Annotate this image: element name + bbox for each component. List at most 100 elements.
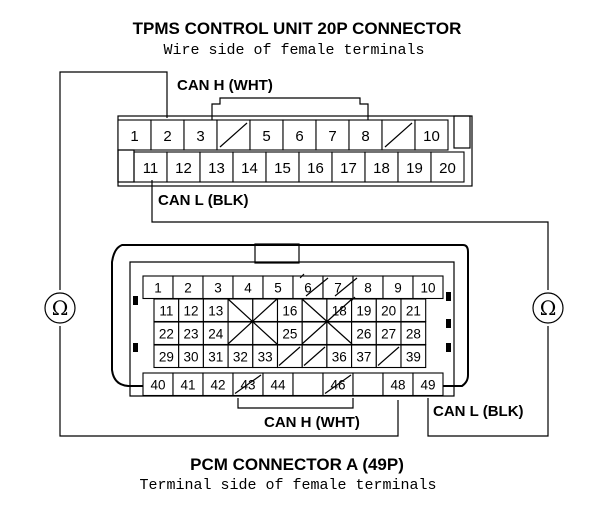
pcm-pin-label: 4	[244, 280, 252, 295]
pcm-pin-label: 1	[154, 280, 162, 295]
pcm-cell	[412, 372, 444, 397]
tpms-connector-latch	[211, 97, 369, 120]
pcm-lug-left-1	[133, 296, 138, 305]
tpms-connector-subtitle: Wire side of female terminals	[163, 42, 424, 59]
pcm-pin-label: 49	[420, 377, 435, 392]
tpms-pin-label: 12	[175, 160, 192, 177]
pcm-pin-label: 29	[159, 349, 174, 364]
tpms-pin-label: 2	[163, 128, 171, 145]
unused-terminal-slash	[278, 346, 301, 366]
unused-terminal-slash	[384, 122, 413, 148]
pcm-pin-label: 24	[208, 326, 224, 341]
pcm-pin-label: 36	[332, 349, 347, 364]
tpms-pin-label: 18	[373, 160, 390, 177]
tpms-pin-label: 3	[196, 128, 204, 145]
tpms-connector-notch-left	[117, 149, 135, 183]
pcm-pin-label: 16	[282, 303, 297, 318]
unused-terminal-slash	[303, 346, 326, 366]
pcm-connector-subtitle: Terminal side of female terminals	[139, 477, 436, 494]
pcm-pin-label: 9	[394, 280, 402, 295]
can-h-wire	[59, 71, 399, 437]
unused-terminal-x	[227, 298, 278, 345]
tpms-cell	[298, 151, 333, 183]
pcm-lug-right-1	[446, 292, 451, 301]
pcm-pin-label: 25	[282, 326, 297, 341]
pcm-pin-label: 11	[159, 303, 173, 318]
pcm-pin-label: 41	[180, 377, 195, 392]
pcm-pin-label: 33	[258, 349, 273, 364]
tpms-cell	[199, 151, 234, 183]
row1-slash	[305, 277, 329, 297]
tpms-pin-label: 16	[307, 160, 324, 177]
pcm-connector-title: PCM CONNECTOR A (49P)	[190, 455, 404, 474]
pcm-pin-label: 27	[381, 326, 396, 341]
tpms-pin-label: 5	[262, 128, 270, 145]
tpms-cell	[315, 119, 350, 151]
tpms-cell	[150, 119, 185, 151]
pcm-pin-label: 44	[270, 377, 286, 392]
pcm-pin-label: 23	[184, 326, 199, 341]
tpms-cell	[331, 151, 366, 183]
pcm-pin-label: 10	[420, 280, 435, 295]
tpms-pin-label: 20	[439, 160, 456, 177]
row1-slash	[334, 277, 358, 297]
pcm-pin-label: 28	[406, 326, 421, 341]
tpms-pin-label: 13	[208, 160, 225, 177]
tpms-cell	[364, 151, 399, 183]
pcm-cell	[400, 344, 427, 369]
tpms-pin-label: 1	[130, 128, 138, 145]
tpms-pin-label: 17	[340, 160, 357, 177]
left-meter-gap	[44, 290, 76, 326]
pcm-lug-right-2	[446, 319, 451, 328]
tpms-cell	[348, 119, 383, 151]
pcm-pin-label: 39	[406, 349, 421, 364]
left-ohm-symbol: Ω	[52, 296, 69, 320]
pcm-pin-label: 21	[406, 303, 421, 318]
can-l-wire	[151, 180, 549, 437]
pcm-pin-label: 2	[184, 280, 192, 295]
left-ohm-icon	[44, 292, 76, 324]
unused-terminal-slash	[350, 296, 356, 302]
pcm-cell	[292, 372, 324, 397]
tpms-pin-label: 19	[406, 160, 423, 177]
unused-terminal-x	[301, 298, 353, 345]
pcm-pin-label: 13	[208, 303, 223, 318]
tpms-cell	[414, 119, 449, 151]
pcm-pin-label: 8	[364, 280, 372, 295]
tpms-pin-label: 15	[274, 160, 291, 177]
tpms-pin-label: 6	[295, 128, 303, 145]
wires	[59, 71, 549, 437]
tpms-cell	[430, 151, 465, 183]
unused-terminal-slash	[219, 122, 248, 148]
pcm-connector-shroud	[111, 244, 469, 387]
tpms-can-h-label: CAN H (WHT)	[177, 77, 273, 94]
tpms-pin-label: 10	[423, 128, 440, 145]
pcm-pin-label: 48	[390, 377, 405, 392]
pcm-pin-label: 5	[274, 280, 282, 295]
pcm-lug-right-3	[446, 343, 451, 352]
tpms-connector-notch-right	[453, 115, 471, 149]
pcm-cell	[352, 372, 384, 397]
pcm-cell	[412, 275, 444, 300]
pcm-pin-label: 37	[356, 349, 371, 364]
pcm-pin-label: 12	[184, 303, 199, 318]
pcm-pin-label: 31	[208, 349, 223, 364]
pcm-pin-label: 3	[214, 280, 222, 295]
right-ohm-symbol: Ω	[540, 296, 557, 320]
tpms-cell	[166, 151, 201, 183]
right-ohm-icon	[532, 292, 564, 324]
pcm-pin-label: 40	[150, 377, 165, 392]
pcm-pin-label: 6	[304, 280, 312, 295]
pcm-pin-label: 20	[381, 303, 396, 318]
pcm-pin-label: 42	[210, 377, 225, 392]
pcm-pin-label: 30	[184, 349, 199, 364]
pcm-can-h-link	[237, 398, 354, 409]
unused-terminal-slash	[324, 374, 352, 394]
tpms-cell	[133, 151, 168, 183]
pcm-connector-inner-frame	[129, 261, 455, 397]
